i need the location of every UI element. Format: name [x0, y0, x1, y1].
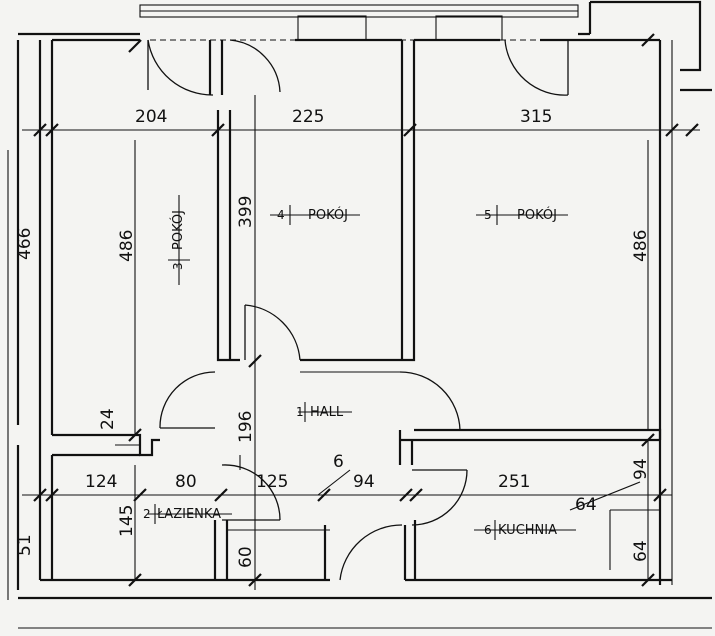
room-2-number: 2	[143, 507, 151, 521]
dim-kitchen-94: 94	[631, 458, 651, 480]
tick-marks	[33, 33, 699, 587]
dim-left-bottom-partial: 51	[15, 534, 35, 556]
dim-top-room5: 315	[520, 107, 552, 127]
room-label-marks	[148, 195, 576, 540]
dim-closet-60: 60	[236, 546, 256, 568]
doors	[147, 39, 569, 581]
dim-room4-height: 399	[236, 196, 256, 228]
dim-hall-94: 94	[353, 472, 375, 492]
interior-walls	[50, 38, 662, 580]
outer-walls	[7, 0, 712, 629]
room-6-number: 6	[484, 523, 492, 537]
dim-kitchen-64: 64	[575, 495, 597, 515]
dim-room3-height: 486	[117, 230, 137, 262]
dim-room5-height: 486	[631, 230, 651, 262]
room-3-name: POKÓJ	[170, 210, 186, 250]
room-3-number: 3	[171, 262, 185, 270]
room-4-number: 4	[277, 208, 285, 222]
dim-left-edge-partial: 466	[15, 228, 35, 260]
dim-wall-24: 24	[98, 408, 118, 430]
room-label-3: 3 POKÓJ	[170, 210, 186, 270]
dim-bath-height: 145	[117, 505, 137, 537]
room-1-number: 1	[296, 405, 304, 419]
dim-hall-width: 125	[256, 472, 288, 492]
room-1-name: HALL	[310, 405, 344, 420]
dim-kitchen-width: 251	[498, 472, 530, 492]
dim-top-room4: 225	[292, 107, 324, 127]
dim-wall-6: 6	[333, 452, 344, 472]
dim-bath-width: 80	[175, 472, 197, 492]
dim-bath-left: 124	[85, 472, 117, 492]
room-4-name: POKÓJ	[308, 207, 348, 223]
dimension-lines	[22, 95, 700, 590]
dim-hall-height: 196	[236, 411, 256, 443]
dim-kitchen-64-right: 64	[631, 540, 651, 562]
room-6-name: KUCHNIA	[498, 523, 557, 538]
top-balcony	[139, 4, 590, 41]
room-2-name: ŁAZIENKA	[156, 507, 221, 522]
dim-top-room3: 204	[135, 107, 167, 127]
room-5-number: 5	[484, 208, 492, 222]
room-5-name: POKÓJ	[517, 207, 557, 223]
